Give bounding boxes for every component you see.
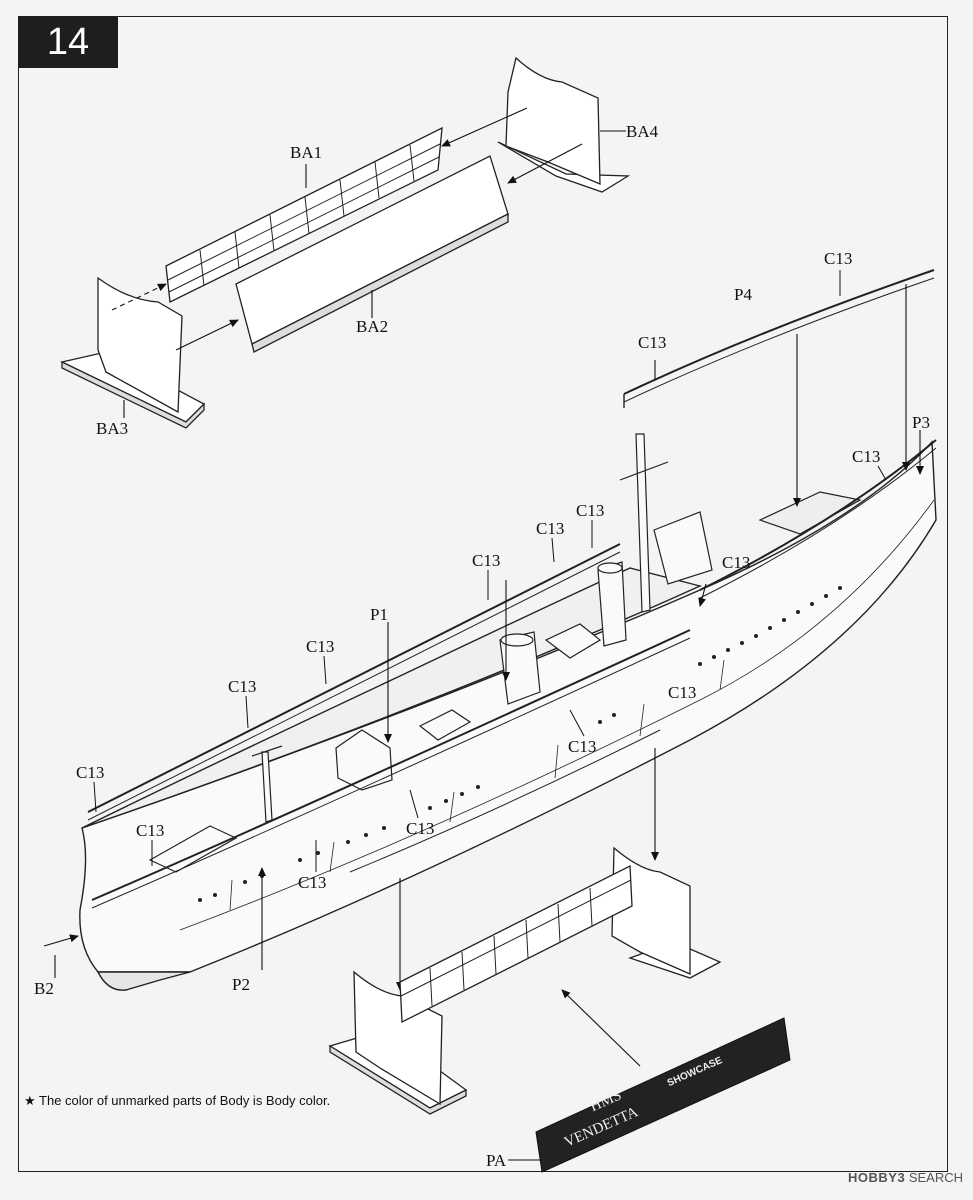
part-labels: BA1 BA2 BA3 BA4 P4 P3 P1 P2 B2 PA C13 C1… xyxy=(34,122,930,1170)
step-number-badge: 14 xyxy=(18,16,118,68)
ba3-end-support xyxy=(97,276,183,414)
label-c13: C13 xyxy=(536,519,564,538)
label-c13: C13 xyxy=(568,737,596,756)
diagram-frame xyxy=(18,16,948,1172)
lower-stand-assembly xyxy=(328,846,722,1115)
label-c13: C13 xyxy=(824,249,852,268)
label-ba1: BA1 xyxy=(290,143,322,162)
main-mast xyxy=(635,433,651,613)
label-c13: C13 xyxy=(76,763,104,782)
body-color-note-text: The color of unmarked parts of Body is B… xyxy=(39,1093,331,1108)
hobbysearch-watermark: HOBBY3 SEARCH xyxy=(848,1170,963,1185)
watermark-brand1: HOBBY xyxy=(848,1170,898,1185)
body-color-note: ★ The color of unmarked parts of Body is… xyxy=(24,1093,330,1109)
label-p4: P4 xyxy=(734,285,752,304)
label-c13: C13 xyxy=(472,551,500,570)
ba2-arrow xyxy=(507,143,583,184)
deck-railings xyxy=(87,269,937,909)
label-c13: C13 xyxy=(722,553,750,572)
ship-superstructure xyxy=(148,433,862,873)
label-p1: P1 xyxy=(370,605,388,624)
bridge-structure xyxy=(653,511,713,585)
upper-stand-assembly xyxy=(60,56,631,429)
label-c13: C13 xyxy=(136,821,164,840)
label-c13: C13 xyxy=(306,637,334,656)
label-c13: C13 xyxy=(406,819,434,838)
label-ba4: BA4 xyxy=(626,122,659,141)
ba4-end-support xyxy=(505,56,601,185)
pa-nameplate: HMS VENDETTA SHOWCASE xyxy=(535,1017,791,1173)
watermark-brand2: SEARCH xyxy=(908,1170,963,1185)
ba3-arrow-1 xyxy=(111,283,167,311)
label-ba3: BA3 xyxy=(96,419,128,438)
lower-stand-support-aft xyxy=(611,846,691,975)
ship-boat xyxy=(544,623,602,659)
hull-portholes xyxy=(198,586,842,902)
label-c13: C13 xyxy=(228,677,256,696)
label-p2: P2 xyxy=(232,975,250,994)
watermark-digit: 3 xyxy=(897,1170,906,1185)
b2-arrow xyxy=(43,934,79,947)
star-icon: ★ xyxy=(24,1093,36,1108)
label-c13: C13 xyxy=(852,447,880,466)
label-c13: C13 xyxy=(576,501,604,520)
label-ba2: BA2 xyxy=(356,317,388,336)
label-pa: PA xyxy=(486,1151,507,1170)
label-c13: C13 xyxy=(298,873,326,892)
ship-hull xyxy=(79,440,937,991)
label-p3: P3 xyxy=(912,413,930,432)
label-c13: C13 xyxy=(668,683,696,702)
label-c13: C13 xyxy=(638,333,666,352)
pa-arrow xyxy=(561,989,641,1067)
ba3-arrow-2 xyxy=(175,319,239,351)
lower-stand-grid-panel xyxy=(399,864,633,1024)
label-b2: B2 xyxy=(34,979,54,998)
fore-gun-mount xyxy=(335,729,393,791)
ba1-arrow xyxy=(441,107,528,147)
